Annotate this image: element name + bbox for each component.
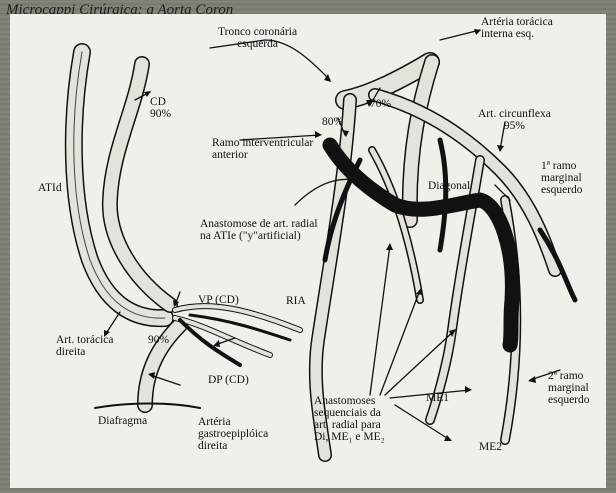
label-diafragma: Diafragma (98, 415, 147, 427)
label-cd-90: CD 90% (150, 96, 171, 120)
label-ramo2: 2ª ramo marginal esquerdo (548, 370, 590, 406)
label-gastro: Artéria gastroepiplóica direita (198, 416, 268, 452)
label-ria: RIA (286, 295, 306, 307)
label-pct80: 80% (322, 116, 343, 128)
label-tronco: Tronco coronária esquerda (218, 26, 297, 50)
label-anastomose: Anastomose de art. radial na ATIe ("y"ar… (200, 218, 318, 242)
label-ramo-interventricular: Ramo interventricular anterior (212, 137, 313, 161)
label-dp: DP (CD) (208, 374, 249, 386)
label-diagonal: Diagonal (428, 180, 470, 192)
label-ramo1: 1ª ramo marginal esquerdo (541, 160, 583, 196)
label-art-toracica-dir: Art. torácica direita (56, 334, 113, 358)
label-pct90: 90% (148, 334, 169, 346)
label-pct70: 70% (370, 98, 391, 110)
label-art-circunflexa: Art. circunflexa 95% (478, 108, 551, 132)
label-art-toracica-esq: Artéria torácica interna esq. (481, 16, 553, 40)
label-atid: ATId (38, 182, 62, 194)
label-me1: ME1 (426, 392, 449, 404)
label-me2: ME2 (479, 441, 502, 453)
label-vp: VP (CD) (198, 294, 239, 306)
radial-artery-graft (330, 145, 512, 345)
label-anastomoses-seq: Anastomoses sequenciais da art. radial p… (314, 395, 385, 443)
